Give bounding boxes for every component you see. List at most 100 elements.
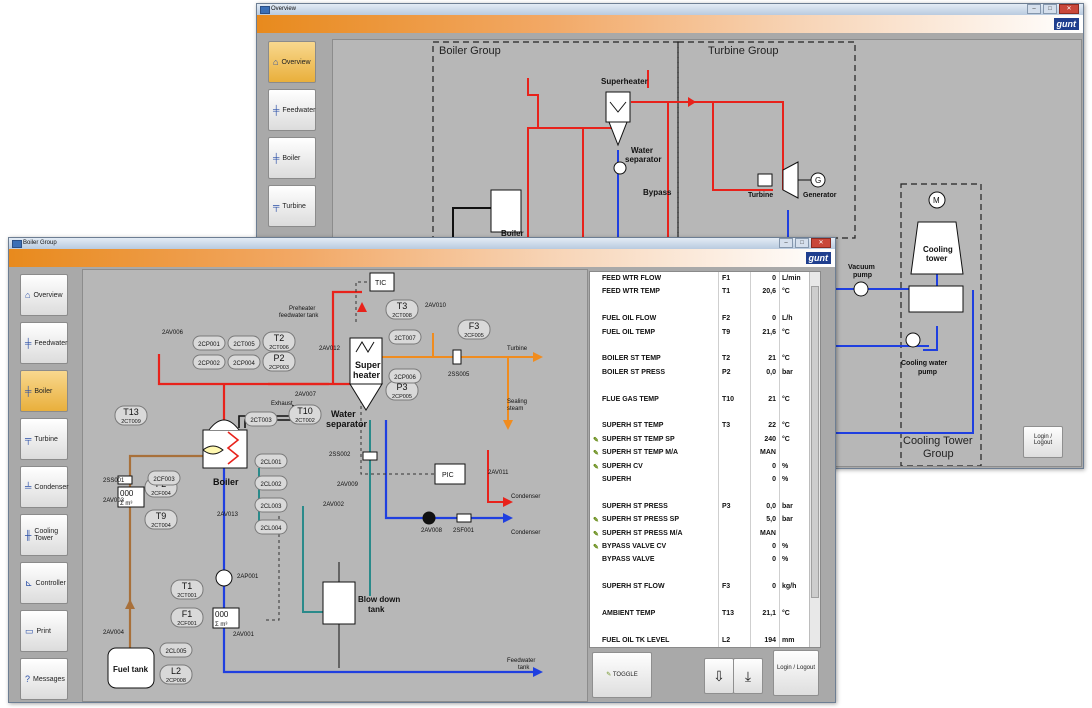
pic-controller[interactable] [434,463,466,485]
col-divider [750,272,751,647]
edit-pen-icon[interactable]: ✎ [593,436,599,444]
boiler-titlebar[interactable]: Boiler Group – □ ✕ [9,238,835,249]
row-value: MAN [760,529,776,537]
row-tag: F1 [722,275,731,282]
nav-boiler[interactable]: ╪Boiler [20,370,68,412]
close-button[interactable]: ✕ [811,238,831,248]
nav-overview[interactable]: ⌂Overview [20,274,68,316]
tic-controller[interactable] [369,272,395,292]
tag-2cl001[interactable]: 2CL001 [254,453,288,469]
overview-nav-turbine[interactable]: ╤Turbine [268,185,316,227]
scroll-thumb[interactable] [811,286,819,598]
tag-2cp004[interactable]: 2CP004 [227,354,261,370]
water-sep-label-2: separator [625,155,661,164]
row-value: 0 [772,556,776,564]
row-value: 194 [764,636,776,644]
row-value: 22 [768,422,776,430]
overview-login-button[interactable]: Login / Logout [1023,426,1063,458]
boiler-diagram: TIC PIC Super heater Water separator Boi… [103,272,543,689]
sensor-tag: T1 [182,581,193,591]
table-scrollbar[interactable] [809,272,820,647]
tag-2cl002[interactable]: 2CL002 [254,475,288,491]
overview-nav-overview[interactable]: ⌂Overview [268,41,316,83]
edit-pen-icon[interactable]: ✎ [593,544,599,551]
bypass-valve-icon[interactable] [613,161,627,175]
nav-feedwater[interactable]: ╪Feedwater [20,322,68,364]
vacuum-pump-icon[interactable] [853,281,869,297]
tag-2cp001[interactable]: 2CP001 [192,335,226,351]
valve-label-2av008: 2AV008 [421,528,443,534]
nav-cooling-tower[interactable]: ╫Cooling Tower [20,514,68,556]
maximize-button[interactable]: □ [795,238,809,248]
nav-messages[interactable]: ?Messages [20,658,68,700]
edit-pen-icon[interactable]: ✎ [593,517,599,525]
nav-turbine[interactable]: ╤Turbine [20,418,68,460]
preheater-label-1: Preheater [289,306,315,312]
nav-print[interactable]: ▭Print [20,610,68,652]
row-unit: °C [782,610,790,617]
tag-2cf003[interactable]: 2CF003 [147,470,181,486]
valve-2av008-icon[interactable] [422,511,436,525]
tag-2ct003[interactable]: 2CT003 [244,411,278,427]
tag-2ct007[interactable]: 2CT007 [388,329,422,345]
close-button[interactable]: ✕ [1059,4,1079,14]
overview-nav-feedwater[interactable]: ╪Feedwater [268,89,316,131]
cooling-water-pump-icon[interactable] [905,332,921,348]
scroll-down-button[interactable]: ⇩ [704,658,734,694]
strainer-2ss002-icon[interactable] [362,451,378,461]
sensor-code: 2CP005 [392,394,412,400]
nav-condenser[interactable]: ╧Condenser [20,466,69,508]
tag-2cl003[interactable]: 2CL003 [254,497,288,513]
water-separator-label-1: Water [331,409,356,419]
boiler-sidebar: ⌂Overview ╪Feedwater ╪Boiler ╤Turbine ╧Conde… [9,267,75,702]
tag-2cl004[interactable]: 2CL004 [254,519,288,535]
overview-nav-boiler[interactable]: ╪Boiler [268,137,316,179]
tag-2cp006[interactable]: 2CP006 [388,368,422,384]
cw-pump-label-2: pump [918,369,937,376]
tag-2ct005[interactable]: 2CT005 [227,335,261,351]
feed-pump-icon[interactable] [215,569,233,587]
row-name: SUPERH ST FLOW [602,583,665,591]
minimize-button[interactable]: – [1027,4,1041,14]
filter-2ss001-icon[interactable] [117,475,133,485]
table-row [590,620,808,634]
maximize-button[interactable]: □ [1043,4,1057,14]
overview-titlebar[interactable]: Overview – □ ✕ [257,4,1083,15]
login-logout-button[interactable]: Login / Logout [773,650,819,696]
filter-2sf001-icon[interactable] [456,513,472,523]
row-name: FEED WTR TEMP [602,288,660,296]
feedwater-tank-label-2: tank [518,665,530,671]
tag-2cp002[interactable]: 2CP002 [192,354,226,370]
edit-pen-icon[interactable]: ✎ [593,463,599,471]
toggle-button[interactable]: ✎ TOGGLE [592,652,652,698]
row-unit: L/h [782,315,793,323]
edit-pen-icon[interactable]: ✎ [593,530,599,538]
tag-label: 2CL002 [260,482,282,488]
minimize-button[interactable]: – [779,238,793,248]
strainer-2ss005-icon[interactable] [452,349,462,365]
tag-2cl005[interactable]: 2CL005 [159,642,193,658]
scroll-bottom-button[interactable]: ⤓ [733,658,763,694]
nav-controller[interactable]: ⊾Controller [20,562,68,604]
edit-pen-icon[interactable]: ✎ [593,450,599,458]
row-unit: bar [782,516,793,524]
